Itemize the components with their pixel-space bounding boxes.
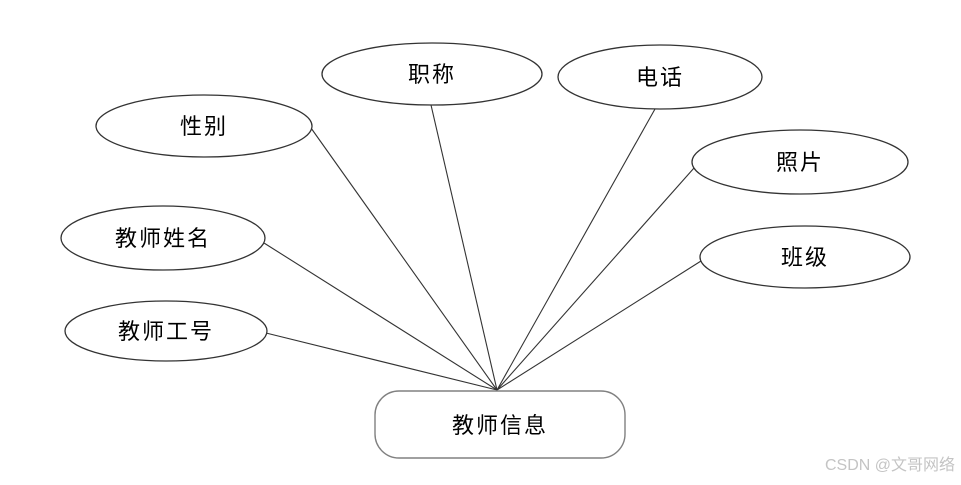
teacher-info-rect — [374, 390, 626, 459]
teacher-name-label: 教师姓名 — [115, 226, 211, 251]
teacher-id-ellipse — [64, 300, 268, 362]
gender-label: 性别 — [180, 114, 228, 139]
attribute-node-teacher-name: 教师姓名 — [60, 205, 266, 271]
attribute-node-phone: 电话 — [557, 44, 763, 110]
gender-ellipse — [95, 94, 313, 158]
connector-teacher-name-to-entity — [263, 242, 498, 391]
attribute-node-title: 职称 — [321, 42, 543, 106]
connector-gender-to-entity — [310, 127, 498, 391]
title-label: 职称 — [408, 62, 456, 87]
phone-ellipse — [557, 44, 763, 110]
teacher-name-ellipse — [60, 205, 266, 271]
photo-ellipse — [691, 129, 909, 195]
csdn-watermark: CSDN @文哥网络 — [824, 457, 955, 474]
class-ellipse — [699, 225, 911, 289]
connector-class-to-entity — [496, 260, 702, 391]
attribute-node-photo: 照片 — [691, 129, 909, 195]
connector-phone-to-entity — [496, 108, 656, 391]
connector-photo-to-entity — [496, 167, 695, 391]
title-ellipse — [321, 42, 543, 106]
attribute-node-teacher-id: 教师工号 — [64, 300, 268, 362]
entity-node-teacher-info: 教师信息 — [374, 390, 626, 459]
attribute-node-gender: 性别 — [95, 94, 313, 158]
class-label: 班级 — [781, 245, 829, 270]
teacher-id-label: 教师工号 — [118, 319, 214, 344]
connector-lines — [263, 104, 702, 391]
photo-label: 照片 — [776, 150, 824, 175]
connector-title-to-entity — [430, 104, 498, 391]
connector-teacher-id-to-entity — [265, 332, 498, 391]
teacher-info-label: 教师信息 — [452, 413, 548, 438]
phone-label: 电话 — [636, 65, 684, 90]
attribute-node-class: 班级 — [699, 225, 911, 289]
